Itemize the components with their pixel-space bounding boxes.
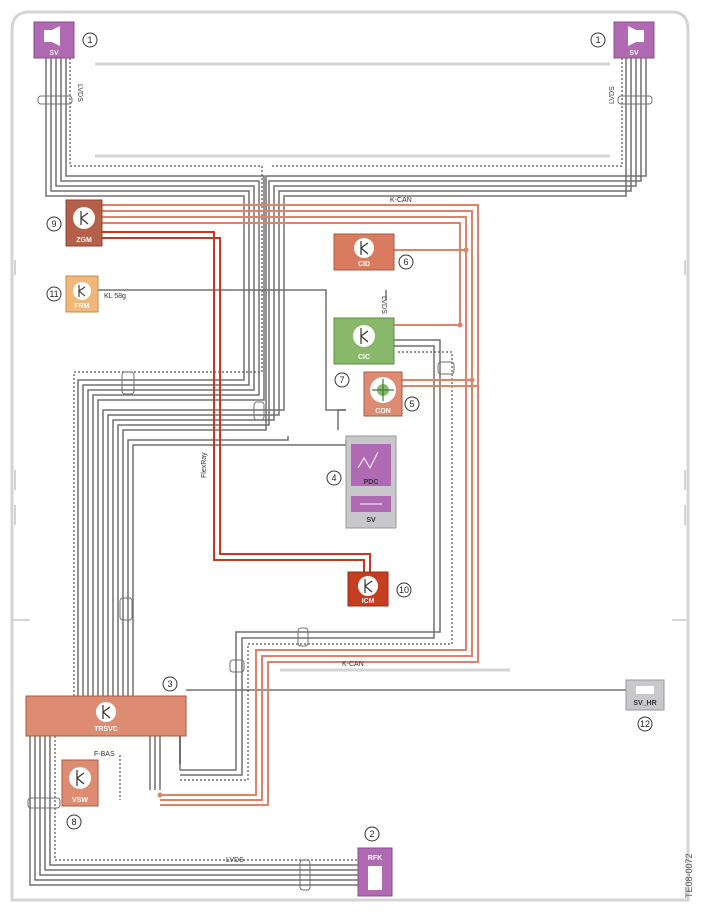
- trsvc-module: TRSVC: [25, 695, 187, 737]
- lvds-cic-label: LVDS: [380, 296, 387, 314]
- dashed-cables: [54, 58, 623, 861]
- control-unit-icon: [354, 238, 374, 258]
- con-label: CON: [375, 408, 391, 415]
- control-unit-icon: [353, 325, 375, 347]
- callout-9: 9: [51, 219, 56, 229]
- speaker-icon: [628, 26, 644, 46]
- camera-icon: [368, 866, 382, 890]
- control-unit-icon: [96, 702, 116, 722]
- lvds-bottom-label: LVDS: [226, 857, 244, 864]
- kl58g-label: KL 58g: [104, 293, 126, 300]
- sv-right-module: SV: [613, 21, 655, 59]
- frm-module: FRM: [65, 275, 99, 313]
- callout-7: 7: [339, 375, 344, 385]
- callout-5: 5: [409, 399, 414, 409]
- callout-8: 8: [71, 817, 76, 827]
- lvds-left-label: LVDS: [76, 84, 83, 102]
- kcan-bottom-label: K-CAN: [342, 661, 364, 668]
- flexray-cable: [100, 231, 371, 572]
- cic-label: CIC: [358, 354, 370, 361]
- callout-11: 11: [49, 289, 58, 299]
- callout-10: 10: [399, 585, 409, 595]
- flexray-label: FlexRay: [201, 452, 208, 478]
- gray-cables-bottom: [29, 720, 358, 886]
- con-module: CON: [363, 371, 403, 417]
- kcan-top-label: K-CAN: [390, 197, 412, 204]
- callout-12: 12: [640, 719, 650, 729]
- callout-1b: 1: [595, 35, 600, 45]
- image-code: TE08-0072: [684, 853, 694, 898]
- ground-symbols: [179, 409, 346, 764]
- fbas-label: F-BAS: [94, 751, 115, 758]
- callout-6: 6: [403, 257, 408, 267]
- cid-module: CID: [333, 233, 395, 271]
- callout-1a: 1: [87, 35, 92, 45]
- frame: [10, 10, 690, 902]
- trsvc-label: TRSVC: [94, 726, 118, 733]
- pdc-graphic-icon: [357, 451, 379, 470]
- control-unit-icon: [73, 282, 91, 300]
- cable-clips: [27, 95, 653, 891]
- speaker-icon: [44, 26, 60, 46]
- icm-module: ICM: [347, 571, 389, 607]
- callouts: [46, 32, 653, 842]
- red-cables: [100, 204, 479, 806]
- zgm-label: ZGM: [76, 237, 92, 244]
- pdc-label: PDC: [364, 479, 379, 486]
- frame-ticks: [12, 260, 688, 621]
- callout-2: 2: [369, 829, 374, 839]
- rfk-module: RFK: [357, 847, 393, 897]
- sv-hr-label: SV_HR: [633, 700, 656, 707]
- control-unit-icon: [73, 207, 95, 229]
- cic-module: CIC: [333, 317, 395, 365]
- control-unit-icon: [69, 767, 91, 789]
- sv-right-label: SV: [629, 50, 639, 57]
- sv-hr-module: SV_HR: [625, 679, 665, 711]
- vsw-label: VSW: [72, 797, 88, 804]
- cid-label: CID: [358, 261, 370, 268]
- callout-numbers: 1 1 2 3 4 5 6 7 8 9 10 11 12: [49, 35, 650, 839]
- zgm-module: ZGM: [65, 199, 103, 247]
- red-junctions: [157, 247, 475, 798]
- pdc-sv-label: SV: [366, 517, 376, 524]
- callout-3: 3: [167, 679, 172, 689]
- vsw-module: VSW: [61, 759, 99, 807]
- lvds-right-label: LVDS: [609, 86, 616, 104]
- gray-cables: [45, 58, 647, 776]
- rfk-label: RFK: [368, 855, 382, 862]
- cable-labels: LVDS LVDS LVDS LVDS K-CAN K-CAN KL 58g F…: [76, 84, 616, 864]
- sv-left-module: SV: [33, 21, 75, 59]
- frm-label: FRM: [74, 303, 89, 310]
- callout-4: 4: [331, 473, 336, 483]
- control-unit-icon: [358, 576, 378, 596]
- icm-label: ICM: [362, 598, 375, 605]
- pdc-module: PDC SV: [345, 435, 397, 529]
- sv-left-label: SV: [49, 50, 59, 57]
